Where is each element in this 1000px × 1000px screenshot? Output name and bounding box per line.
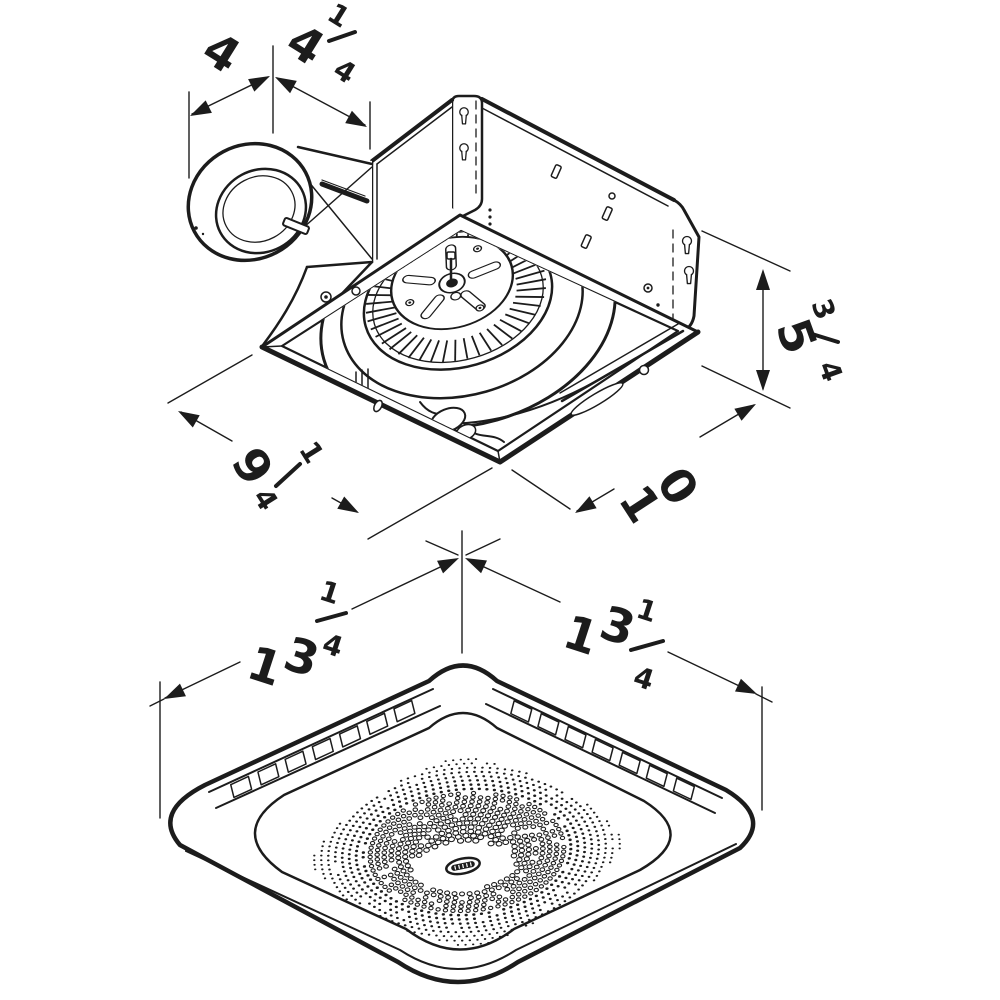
duct-transition xyxy=(285,145,374,269)
dim-grille-depth-den: 4 xyxy=(318,627,347,664)
dim-grille-width-num: 1 xyxy=(632,592,661,629)
dim-duct-width-label: 4 xyxy=(193,21,250,85)
blower-assembly xyxy=(319,231,663,443)
dim-housing-depth-den: 4 xyxy=(246,482,284,516)
grille-rim-slots xyxy=(229,699,696,801)
dim-grille-depth-num: 1 xyxy=(315,574,344,611)
dim-grille-width-den: 4 xyxy=(629,660,658,697)
dim-duct-to-edge-den: 4 xyxy=(328,52,362,90)
damper-rod xyxy=(319,181,370,204)
blower-hub xyxy=(389,235,515,331)
dimension-housing-height: 5 3 4 xyxy=(701,230,850,409)
housing-isometric-view xyxy=(186,94,701,465)
grille-isometric-view xyxy=(168,663,756,985)
dim-housing-height-den: 4 xyxy=(812,356,850,386)
indicator-lens xyxy=(445,856,481,876)
dim-grille-depth-whole: 13 xyxy=(230,619,342,708)
speaker-perforation xyxy=(313,758,621,946)
dimension-duct-to-edge: 4 1 4 xyxy=(271,0,371,150)
duct-collar xyxy=(186,141,370,347)
dim-housing-width-label: 10 xyxy=(604,455,717,542)
dim-housing-height-num: 3 xyxy=(805,294,843,324)
